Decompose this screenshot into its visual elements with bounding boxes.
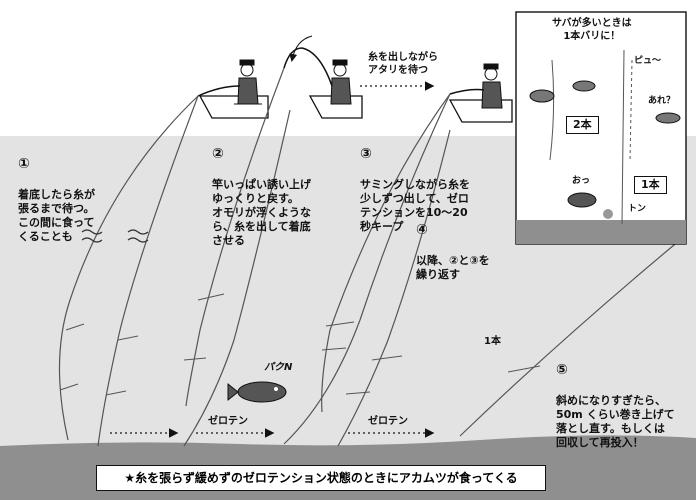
hook [507,365,541,373]
step-4-label: ④ 以降、②と③を 繰り返す [416,208,526,282]
break-mark [127,229,149,235]
inset-title: サバが多いときは 1本バリに！ [552,18,632,42]
line-4 [337,129,451,447]
inset-sound-o: おっ [572,176,591,186]
hook [59,383,79,391]
step-1-number: ① [18,156,30,173]
inset-panel [515,11,687,245]
inset-box-1: 1本 [634,176,667,195]
hook [183,357,207,361]
hook [117,335,139,341]
step-2-number: ② [212,146,224,163]
step-5-label: ⑤ 斜めになりすぎたら、 50m くらい巻き上げて 落とし直す。もしくは 回収し… [556,348,692,450]
one-hook-label: 1本 [484,336,501,347]
angler-3 [481,63,503,109]
line-2b [183,109,291,447]
break-mark [81,237,103,243]
step-4-number: ④ [416,222,428,239]
boat-3 [448,99,513,123]
line-1b [97,95,199,447]
fish-sound-label: パクN [264,362,293,373]
inset-box-2: 2本 [566,116,599,135]
hook [65,323,85,331]
zero-tension-label-2: ゼロテン [368,416,408,427]
step-5-text: 斜めになりすぎたら、 50m くらい巻き上げて 落とし直す。もしくは 回収して再… [556,394,675,450]
line-3a [321,93,451,413]
step-3-number: ③ [360,146,372,163]
rod-motion-arrow [289,35,313,62]
line-3b [283,93,451,445]
fish-biting [227,381,287,403]
step-2-label: ② 竿いっぱい誘い上げ ゆっくりと戻す。 オモリが浮くような ら、糸を出して着底… [212,132,352,248]
step-3-text: サミングしながら糸を 少しずつ出して、ゼロ テンションを10〜20 秒キープ [360,178,470,234]
break-mark [127,237,149,243]
break-mark [81,229,103,235]
line-2a [185,67,285,407]
hook [325,321,355,327]
step-1-label: ① 着底したら糸が 張るまで待つ。 この間に食って くることも [18,142,128,244]
step-4-text: 以降、②と③を 繰り返す [416,254,490,282]
inset-sound-are: あれ？ [648,96,676,106]
line-5 [459,239,681,437]
rod-1 [197,85,241,97]
step-1-text: 着底したら糸が 張るまで待つ。 この間に食って くることも [18,188,95,244]
angler-2 [330,59,352,105]
zero-tension-label-1: ゼロテン [208,416,248,427]
footer-note: ★糸を張らず緩めずのゼロテンション状態のときにアカムツが食ってくる [96,465,546,491]
rod-2 [283,47,333,87]
line-1a [58,95,199,441]
step-3-label: ③ サミングしながら糸を 少しずつ出して、ゼロ テンションを10〜20 秒キープ [360,132,510,234]
rod-3 [449,88,485,95]
hook [197,293,225,301]
step-5-number: ⑤ [556,362,568,379]
inset-sound-pi: ピュ〜 [634,56,662,66]
line-out-label: 糸を出しながら アタリを待つ [368,52,438,76]
step-2-text: 竿いっぱい誘い上げ ゆっくりと戻す。 オモリが浮くような ら、糸を出して着底 さ… [212,178,311,248]
hook [345,391,371,395]
hook [105,390,127,396]
angler-1 [237,59,259,105]
hook [321,347,347,351]
inset-sound-ton: トン [628,204,647,214]
hook [371,355,403,361]
